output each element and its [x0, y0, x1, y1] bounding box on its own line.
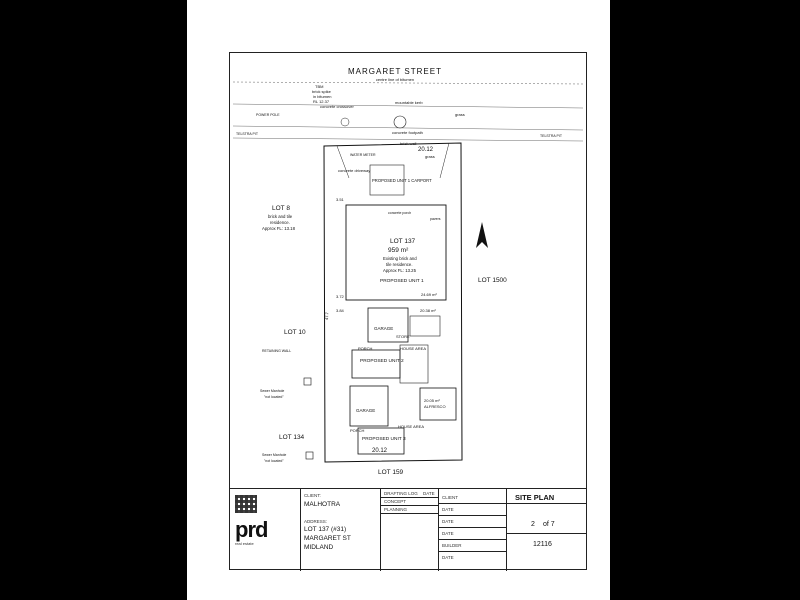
svg-text:TELSTRA PIT: TELSTRA PIT	[236, 132, 259, 136]
svg-text:HOUSE AREA: HOUSE AREA	[400, 346, 426, 351]
svg-text:PROPOSED UNIT 1 CARPORT: PROPOSED UNIT 1 CARPORT	[372, 178, 432, 183]
unit1-label: PROPOSED UNIT 1	[380, 278, 424, 284]
sheet-number: 2	[531, 521, 535, 528]
unit2-label: PROPOSED UNIT 2	[360, 358, 404, 364]
lot1500-label: LOT 1500	[478, 277, 507, 284]
svg-text:tile residence.: tile residence.	[386, 262, 413, 267]
svg-text:WATER METER: WATER METER	[350, 153, 376, 157]
prd-logo: prd	[235, 517, 268, 542]
lot134-label: LOT 134	[279, 434, 305, 441]
svg-text:STORE: STORE	[396, 334, 410, 339]
lot-137-boundary	[323, 142, 463, 463]
svg-text:Existing brick and: Existing brick and	[383, 256, 417, 261]
logo-area: prd real estate	[229, 489, 301, 571]
street-note: centre line of bitumen	[376, 77, 414, 82]
svg-text:Approx FL: 13.18: Approx FL: 13.18	[262, 226, 296, 231]
sheet-title: SITE PLAN	[515, 493, 555, 502]
frontage-dim: 20.12	[418, 147, 434, 153]
svg-text:HOUSE AREA: HOUSE AREA	[398, 424, 424, 429]
client-name: MALHOTRA	[304, 501, 341, 508]
logo-subtitle: real estate	[235, 541, 254, 546]
north-arrow-icon	[476, 222, 488, 248]
address-line2: MARGARET ST	[304, 535, 351, 542]
svg-text:GARAGE: GARAGE	[374, 326, 393, 331]
svg-text:pavers: pavers	[430, 217, 441, 221]
svg-text:24.69 m²: 24.69 m²	[421, 292, 437, 297]
svg-text:ALFRESCO: ALFRESCO	[424, 404, 446, 409]
svg-text:PORCH: PORCH	[350, 428, 365, 433]
unit2-footprint	[351, 349, 401, 379]
unit1-carport	[369, 164, 405, 196]
approvals: CLIENT DATE DATE DATE BUILDER DATE	[439, 489, 507, 571]
svg-text:brick and tile: brick and tile	[268, 214, 293, 219]
lot10-label: LOT 10	[284, 329, 306, 336]
svg-text:Sewer Manhole: Sewer Manhole	[260, 389, 284, 393]
unit2-garage	[367, 307, 409, 343]
svg-text:20.05 m²: 20.05 m²	[424, 398, 440, 403]
svg-text:"not located": "not located"	[264, 459, 284, 463]
lot137-area: 959 m²	[388, 247, 409, 254]
unit3-garage	[349, 385, 389, 427]
lot137-title: LOT 137	[390, 238, 416, 245]
street-name: MARGARET STREET	[348, 67, 442, 76]
lot8-title: LOT 8	[272, 205, 290, 212]
svg-text:concrete footpath: concrete footpath	[392, 130, 423, 135]
svg-text:in bitumen: in bitumen	[313, 94, 331, 99]
svg-text:Sewer Manhole: Sewer Manhole	[262, 453, 286, 457]
svg-text:POWER POLE: POWER POLE	[256, 113, 280, 117]
svg-text:residence.: residence.	[270, 220, 290, 225]
title-block: prd real estate CLIENT: MALHOTRA ADDRESS…	[229, 488, 587, 571]
svg-text:grass: grass	[455, 112, 465, 117]
svg-text:Approx FL: 13.25: Approx FL: 13.25	[383, 268, 417, 273]
svg-text:brick wall: brick wall	[400, 141, 417, 146]
unit3-label: PROPOSED UNIT 3	[362, 436, 406, 442]
address-line3: MIDLAND	[304, 544, 334, 551]
svg-text:"not located": "not located"	[264, 395, 284, 399]
svg-text:grass: grass	[425, 154, 435, 159]
svg-text:3.84: 3.84	[336, 308, 345, 313]
rear-dim: 20.12	[372, 448, 388, 454]
lot159-label: LOT 159	[378, 469, 404, 476]
svg-text:20.38 m²: 20.38 m²	[420, 308, 436, 313]
svg-text:concrete crossover: concrete crossover	[320, 104, 354, 109]
alfresco	[419, 387, 457, 421]
job-number: 12116	[533, 541, 552, 548]
svg-text:PORCH: PORCH	[358, 346, 373, 351]
sheet-info: SITE PLAN 2 of 7 12116	[507, 489, 587, 571]
svg-text:RL 12.37: RL 12.37	[313, 99, 330, 104]
logo-grid-icon	[235, 495, 257, 513]
address-line1: LOT 137 (#31)	[304, 526, 347, 533]
svg-text:brick spike: brick spike	[312, 89, 332, 94]
svg-text:mountable kerb: mountable kerb	[395, 100, 423, 105]
drafting-log: DRAFTING LOG DATE CONCEPT PLANNING	[381, 489, 439, 571]
drawing-frame	[229, 52, 587, 570]
svg-text:47.7: 47.7	[324, 311, 329, 320]
unit3-footprint	[357, 427, 405, 455]
svg-text:GARAGE: GARAGE	[356, 408, 375, 413]
client-area: CLIENT: MALHOTRA ADDRESS: LOT 137 (#31) …	[301, 489, 381, 571]
svg-text:concrete driveway: concrete driveway	[338, 168, 370, 173]
unit1-footprint	[345, 204, 447, 301]
svg-text:3.51: 3.51	[336, 197, 345, 202]
svg-text:3.72: 3.72	[336, 294, 345, 299]
svg-text:TBM: TBM	[315, 84, 323, 89]
svg-text:RETAINING WALL: RETAINING WALL	[262, 349, 291, 353]
sheet-of: of 7	[543, 521, 555, 528]
svg-text:concrete porch: concrete porch	[388, 211, 411, 215]
svg-text:TELSTRA PIT: TELSTRA PIT	[540, 134, 563, 138]
